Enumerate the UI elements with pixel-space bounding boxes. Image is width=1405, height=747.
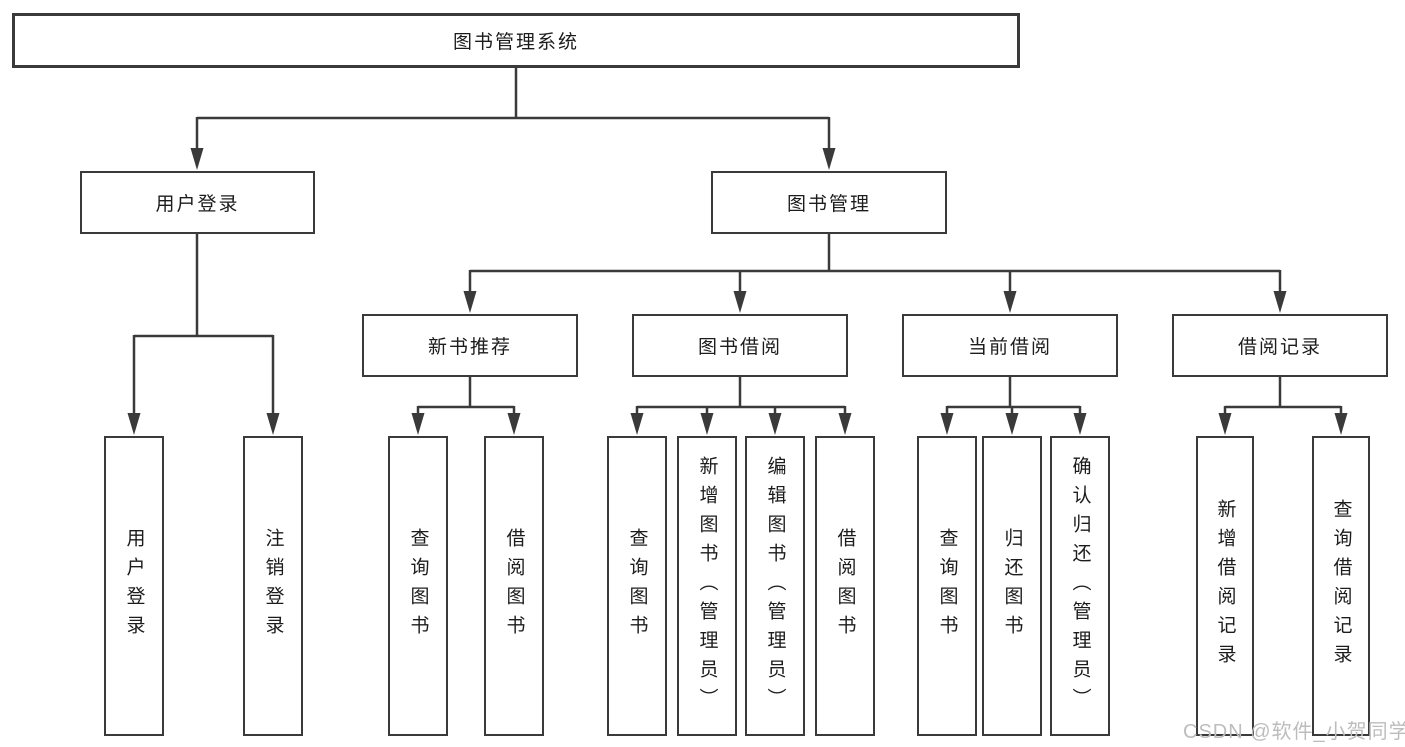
node-label: 借阅记录 [1237,337,1322,358]
node-label: 图书借阅 [697,337,782,358]
leaf-query-borrow-record: 查询借阅记录 [1312,436,1370,736]
node-label: 新增借阅记录 [1214,499,1236,673]
leaf-confirm-return-admin: 确认归还（管理员） [1050,436,1110,736]
node-label: 注销登录 [262,528,284,644]
node-current-borrowing: 当前借阅 [902,314,1118,377]
node-label: 新增图书（管理员） [696,455,718,717]
leaf-add-borrow-record: 新增借阅记录 [1196,436,1254,736]
leaf-user-login: 用户登录 [104,436,164,736]
leaf-query-books-recommend: 查询图书 [388,436,448,736]
leaf-query-books-borrowing: 查询图书 [607,436,667,736]
leaf-borrow-books-recommend: 借阅图书 [484,436,544,736]
leaf-borrow-books: 借阅图书 [815,436,875,736]
node-label: 当前借阅 [967,337,1052,358]
node-label: 查询图书 [626,528,648,644]
node-borrow-records: 借阅记录 [1172,314,1388,377]
node-label: 借阅图书 [834,528,856,644]
node-label: 编辑图书（管理员） [764,455,786,717]
leaf-return-books: 归还图书 [982,436,1042,736]
node-label: 用户登录 [155,194,240,215]
node-book-borrowing: 图书借阅 [632,314,848,377]
node-label: 查询图书 [407,528,429,644]
node-label: 查询图书 [936,528,958,644]
node-label: 图书管理 [786,194,871,215]
leaf-query-books-current: 查询图书 [917,436,977,736]
node-library-management-system: 图书管理系统 [12,13,1020,68]
node-user-login: 用户登录 [80,171,315,234]
node-label: 查询借阅记录 [1330,499,1352,673]
node-book-management: 图书管理 [711,171,947,234]
node-label: 图书管理系统 [452,32,579,53]
node-label: 新书推荐 [427,337,512,358]
leaf-add-books-admin: 新增图书（管理员） [677,436,737,736]
watermark: CSDN @软件_小贺同学 [1183,721,1405,743]
node-new-book-recommend: 新书推荐 [362,314,578,377]
node-label: 确认归还（管理员） [1069,455,1091,717]
node-label: 用户登录 [123,528,145,644]
leaf-edit-books-admin: 编辑图书（管理员） [745,436,805,736]
node-label: 归还图书 [1001,528,1023,644]
node-label: 借阅图书 [503,528,525,644]
leaf-logout: 注销登录 [243,436,303,736]
